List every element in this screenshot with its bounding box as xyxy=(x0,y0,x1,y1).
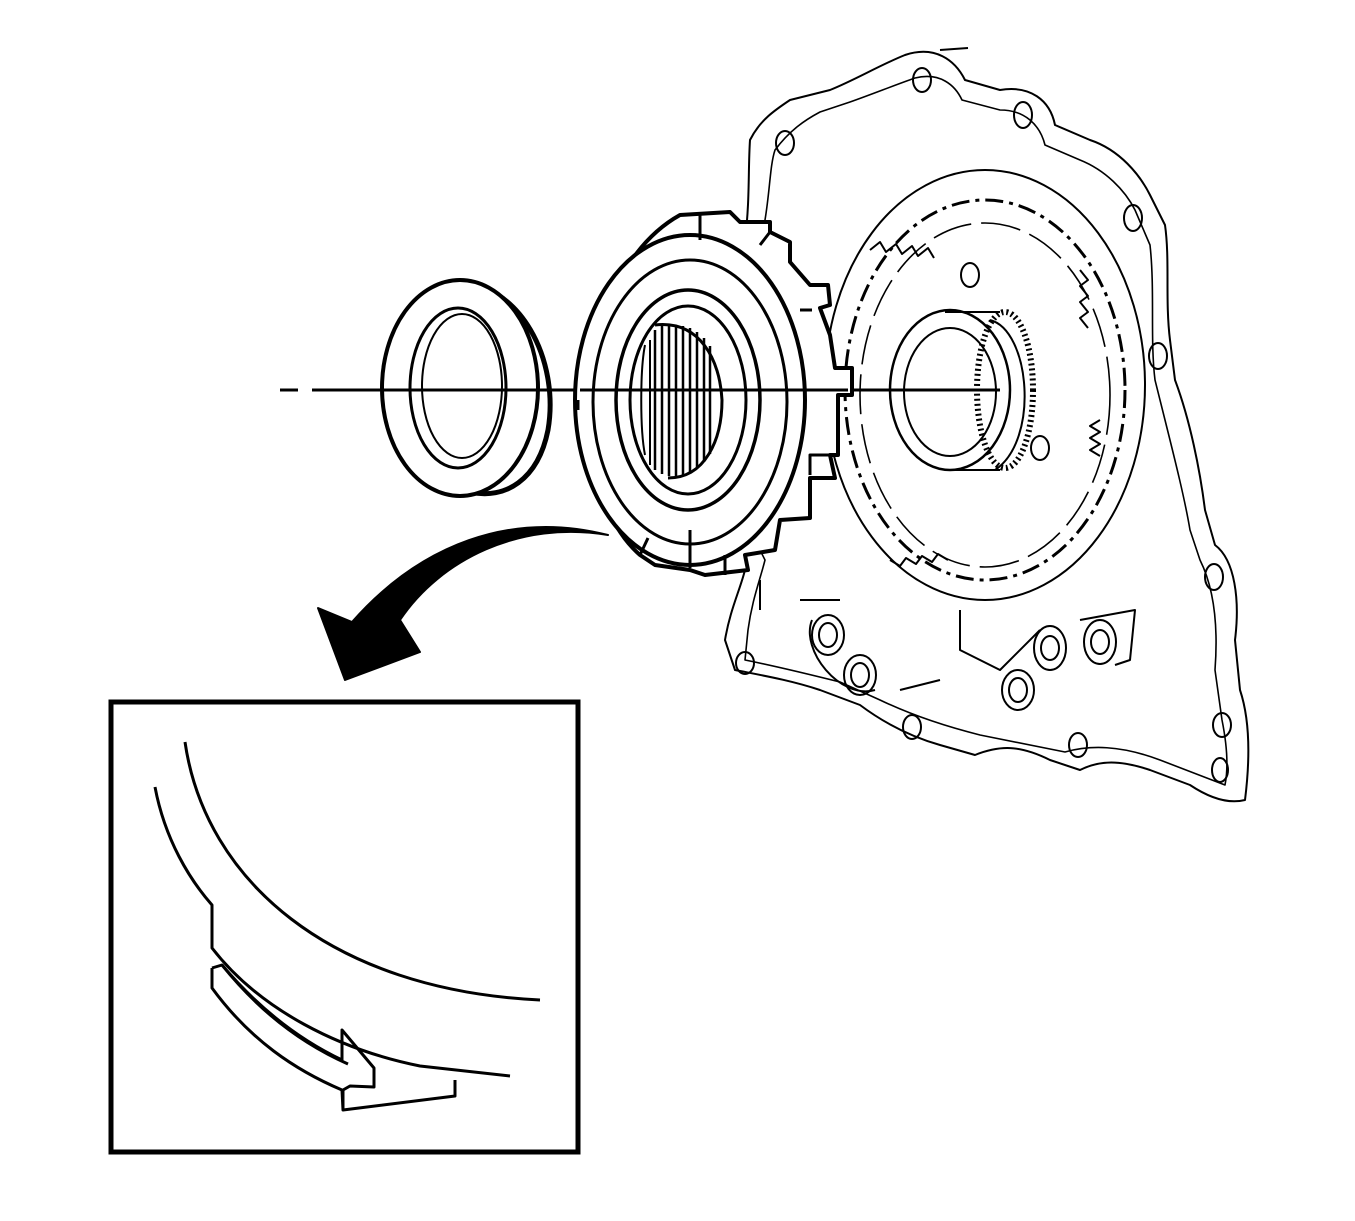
hub-needle-bearing xyxy=(640,323,724,480)
direction-arrow xyxy=(317,526,609,681)
housing-edge-line xyxy=(939,47,969,51)
hub-bore xyxy=(614,288,762,512)
housing-inner-ring xyxy=(859,222,1111,568)
hub-lug-details xyxy=(638,215,832,575)
detail-inset xyxy=(108,699,581,1155)
hub-bore-inner xyxy=(628,304,748,496)
housing-small-hole-top xyxy=(960,262,980,288)
detail-inset-frame xyxy=(108,699,581,1155)
housing-teeth xyxy=(869,241,1101,567)
housing-lower-bosses xyxy=(759,580,1136,711)
detail-inset-hub-edge xyxy=(153,741,541,1112)
clutch-hub-assembly xyxy=(573,210,854,577)
housing-main-bore-outer xyxy=(824,169,1146,601)
thrust-washer xyxy=(312,278,553,498)
housing-bolt-holes xyxy=(735,67,1232,783)
housing-small-hole-bottom xyxy=(1030,435,1050,461)
